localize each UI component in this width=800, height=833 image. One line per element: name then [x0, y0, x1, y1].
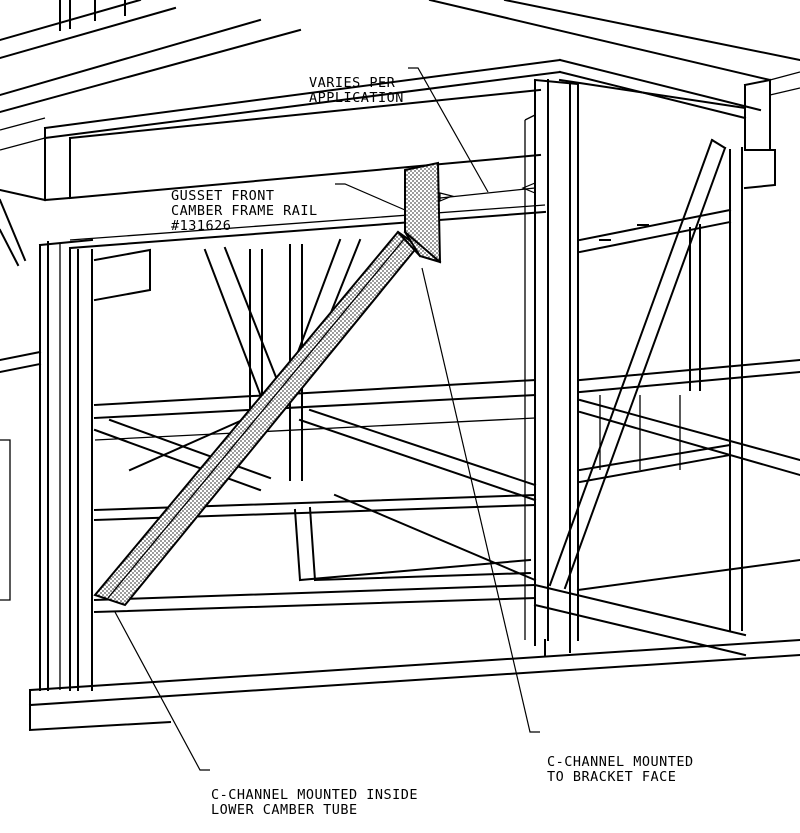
lower-rails: [28, 493, 800, 732]
right-lattice: [578, 208, 800, 484]
callout-gusset-line-1: GUSSET FRONT: [171, 188, 275, 204]
top-left-rails: [0, 0, 302, 151]
frame-assembly-drawing: [0, 0, 800, 771]
leader-lines: [114, 67, 540, 771]
callout-bracket-line-1: C-CHANNEL MOUNTED: [547, 754, 694, 770]
callout-varies-line-2: APPLICATION: [309, 90, 404, 106]
background-lattice: [0, 238, 537, 502]
upper-beam: [43, 58, 562, 250]
c-channel-diagonal: [93, 230, 420, 607]
callout-gusset-line-2: CAMBER FRAME RAIL: [171, 203, 318, 219]
right-diagonal-braces: [548, 138, 727, 590]
left-post: [0, 188, 94, 691]
callout-gusset-part-number: #131626: [171, 218, 232, 234]
gusset-plate: [396, 161, 442, 264]
callout-lower-line-1: C-CHANNEL MOUNTED INSIDE: [211, 787, 419, 803]
right-post: [689, 147, 743, 631]
callout-lower-line-2: LOWER CAMBER TUBE: [211, 802, 358, 818]
upper-right-rails: [428, 0, 800, 190]
center-post: [524, 78, 580, 646]
dimension-line: [439, 182, 536, 202]
callout-varies-line-1: VARIES PER: [309, 75, 396, 91]
callout-bracket-line-2: TO BRACKET FACE: [547, 769, 677, 785]
